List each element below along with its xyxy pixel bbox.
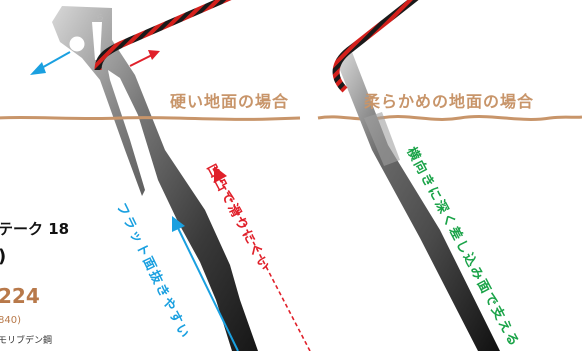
product-jan: 840): [0, 315, 21, 326]
rope-right: [332, 0, 419, 93]
ground-line-right: [317, 115, 582, 121]
stake-left-body: [52, 6, 258, 351]
label-hard-ground: 硬い地面の場合: [170, 92, 290, 111]
product-sub: ): [0, 246, 6, 267]
label-soft-ground: 柔らかめの地面の場合: [364, 92, 535, 111]
stake-soft-ground: [336, 52, 500, 351]
stake-left-notch: [92, 22, 102, 60]
stake-logo-mark: ら: [96, 13, 104, 22]
rope-left: [94, 0, 232, 71]
product-code: 224: [0, 284, 40, 308]
arrow-blue-pull: [30, 51, 71, 75]
ground-line-left: [0, 115, 301, 121]
stake-left-hole: [69, 36, 85, 52]
stake-hard-ground: ら: [52, 6, 258, 351]
product-name: テーク 18: [0, 220, 70, 238]
arrow-blue-flat: [172, 216, 239, 351]
product-material: モリブデン鋼: [0, 336, 53, 346]
arrow-red-grip: [214, 166, 311, 351]
arrow-red-rope: [129, 50, 160, 67]
